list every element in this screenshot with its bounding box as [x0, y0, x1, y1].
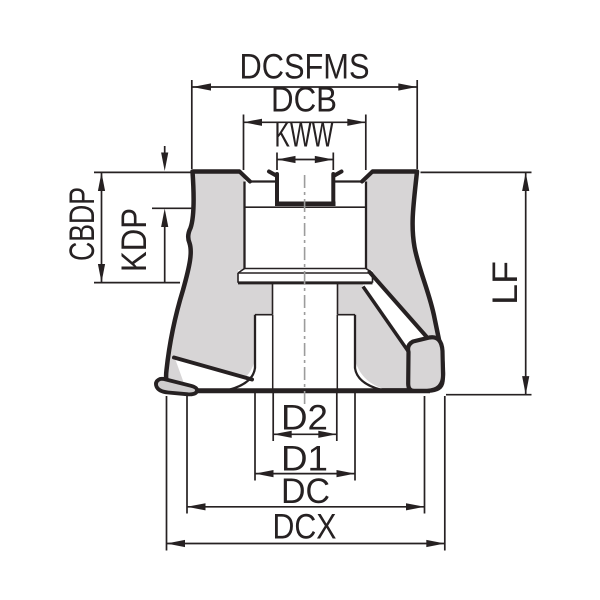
dim-cbdp: CBDP: [63, 171, 191, 284]
arrow-down-icon: [522, 376, 530, 395]
label-dcsfms: DCSFMS: [240, 48, 370, 87]
arrow-down-icon: [161, 152, 169, 171]
left-insert: [154, 376, 199, 397]
label-dcb: DCB: [271, 81, 337, 120]
dim-kww: KWW: [275, 116, 335, 170]
arrow-right-icon: [318, 430, 337, 438]
left-pocket-edge: [172, 355, 254, 382]
right-pocket-upper-edge: [367, 270, 431, 342]
arrow-right-icon: [398, 83, 417, 91]
label-kdp: KDP: [115, 208, 154, 272]
right-pocket-lower-edge: [361, 285, 410, 353]
arrow-down-icon: [97, 264, 106, 283]
label-lf: LF: [486, 261, 525, 305]
arrow-right-icon: [314, 155, 334, 164]
arrow-up-icon: [161, 208, 169, 227]
arrow-left-icon: [255, 470, 274, 478]
dim-lf: LF: [420, 171, 532, 396]
label-d1: D1: [281, 440, 328, 479]
label-dcx: DCX: [273, 508, 337, 547]
arrow-left-icon: [166, 539, 185, 548]
arrow-left-icon: [192, 83, 211, 91]
right-insert: [405, 335, 446, 393]
dim-kdp: KDP: [115, 146, 194, 283]
label-d2: D2: [281, 399, 328, 438]
arrow-up-icon: [522, 172, 530, 191]
dim-dcb: DCB: [242, 81, 367, 170]
arrow-left-icon: [243, 118, 262, 126]
arrow-right-icon: [406, 503, 425, 511]
arrow-right-icon: [347, 118, 366, 126]
dim-dcsfms: DCSFMS: [190, 48, 419, 169]
dim-d2: D2: [272, 392, 338, 441]
arrow-right-icon: [426, 539, 445, 548]
arrow-up-icon: [97, 172, 106, 191]
left-flute-wedge: [175, 358, 253, 389]
label-cbdp: CBDP: [63, 187, 102, 261]
arrow-right-icon: [336, 470, 355, 478]
dim-dcx: DCX: [165, 396, 446, 551]
dim-d1: D1: [254, 392, 356, 481]
cutter-body: [154, 169, 446, 406]
arrow-left-icon: [273, 430, 292, 438]
dim-dc: DC: [186, 396, 426, 514]
label-kww: KWW: [275, 116, 334, 155]
bore-edges: [172, 169, 431, 394]
label-dc: DC: [281, 472, 330, 511]
right-flute-band: [362, 270, 430, 352]
arrow-left-icon: [187, 503, 206, 511]
arrow-left-icon: [277, 155, 296, 164]
